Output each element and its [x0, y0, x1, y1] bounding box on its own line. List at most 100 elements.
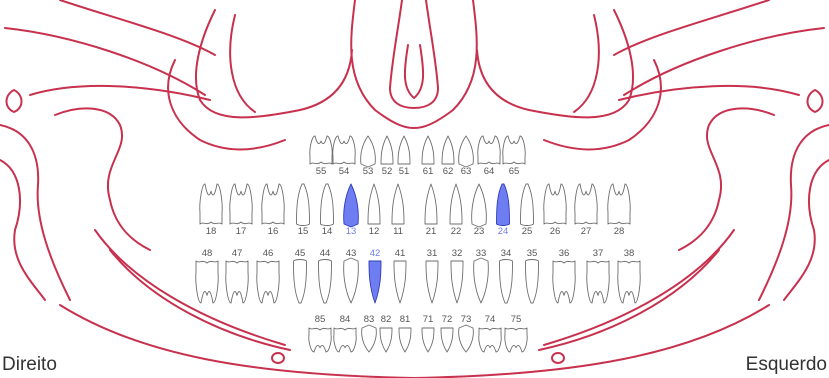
tooth-47-shape[interactable] — [226, 261, 248, 303]
tooth-84-shape[interactable] — [334, 328, 356, 352]
tooth-41-label[interactable]: 41 — [395, 248, 406, 259]
tooth-21[interactable]: 21 — [425, 184, 437, 237]
tooth-41-shape[interactable] — [394, 261, 406, 303]
tooth-71-shape[interactable] — [422, 328, 434, 352]
tooth-55-shape[interactable] — [310, 136, 332, 164]
tooth-11-shape[interactable] — [392, 184, 404, 224]
tooth-44-label[interactable]: 44 — [320, 248, 331, 259]
tooth-22-shape[interactable] — [450, 184, 462, 224]
tooth-34-shape[interactable] — [500, 260, 513, 304]
tooth-27-label[interactable]: 27 — [581, 226, 592, 237]
tooth-17-label[interactable]: 17 — [236, 226, 247, 237]
tooth-45[interactable]: 45 — [294, 248, 307, 303]
tooth-18-shape[interactable] — [200, 184, 222, 224]
tooth-85[interactable]: 85 — [309, 314, 331, 352]
tooth-25-label[interactable]: 25 — [522, 226, 533, 237]
tooth-42-label[interactable]: 42 — [370, 248, 381, 259]
tooth-84[interactable]: 84 — [334, 314, 356, 352]
tooth-48[interactable]: 48 — [196, 248, 218, 303]
tooth-62-shape[interactable] — [442, 136, 454, 164]
tooth-64-shape[interactable] — [478, 136, 500, 164]
tooth-43[interactable]: 43 — [344, 248, 359, 303]
tooth-83-label[interactable]: 83 — [364, 314, 375, 325]
tooth-17-shape[interactable] — [230, 184, 252, 224]
tooth-75-label[interactable]: 75 — [511, 314, 522, 325]
tooth-73-shape[interactable] — [459, 325, 474, 352]
tooth-63-label[interactable]: 63 — [461, 166, 472, 177]
tooth-73-label[interactable]: 73 — [461, 314, 472, 325]
tooth-22[interactable]: 22 — [450, 184, 462, 237]
tooth-17[interactable]: 17 — [230, 184, 252, 237]
tooth-81-shape[interactable] — [399, 328, 411, 352]
tooth-55-label[interactable]: 55 — [316, 166, 327, 177]
tooth-53-shape[interactable] — [361, 136, 376, 167]
tooth-81[interactable]: 81 — [399, 314, 411, 352]
tooth-14-label[interactable]: 14 — [322, 226, 333, 237]
tooth-52[interactable]: 52 — [381, 136, 393, 177]
tooth-65[interactable]: 65 — [503, 136, 525, 177]
tooth-35-label[interactable]: 35 — [527, 248, 538, 259]
tooth-16-label[interactable]: 16 — [268, 226, 279, 237]
tooth-74[interactable]: 74 — [479, 314, 501, 352]
tooth-15-shape[interactable] — [297, 184, 310, 226]
tooth-12-shape[interactable] — [368, 184, 380, 224]
tooth-36-label[interactable]: 36 — [559, 248, 570, 259]
tooth-45-shape[interactable] — [294, 260, 307, 304]
tooth-23[interactable]: 23 — [472, 184, 487, 237]
tooth-47[interactable]: 47 — [226, 248, 248, 303]
tooth-33-shape[interactable] — [474, 258, 489, 303]
tooth-25-shape[interactable] — [521, 184, 534, 226]
tooth-63-shape[interactable] — [459, 136, 474, 167]
tooth-55[interactable]: 55 — [310, 136, 332, 177]
tooth-48-shape[interactable] — [196, 261, 218, 303]
tooth-32-label[interactable]: 32 — [452, 248, 463, 259]
tooth-54-label[interactable]: 54 — [339, 166, 350, 177]
tooth-62-label[interactable]: 62 — [443, 166, 454, 177]
tooth-32[interactable]: 32 — [451, 248, 463, 303]
tooth-37-shape[interactable] — [587, 261, 609, 303]
tooth-72[interactable]: 72 — [441, 314, 453, 352]
tooth-13-shape[interactable] — [344, 184, 359, 227]
tooth-62[interactable]: 62 — [442, 136, 454, 177]
tooth-82-shape[interactable] — [380, 328, 392, 352]
tooth-51-label[interactable]: 51 — [399, 166, 410, 177]
tooth-35-shape[interactable] — [526, 260, 539, 304]
tooth-51-shape[interactable] — [398, 136, 410, 164]
tooth-53-label[interactable]: 53 — [363, 166, 374, 177]
tooth-84-label[interactable]: 84 — [340, 314, 351, 325]
tooth-31[interactable]: 31 — [426, 248, 438, 303]
tooth-71[interactable]: 71 — [422, 314, 434, 352]
tooth-24[interactable]: 24 — [497, 184, 510, 237]
tooth-35[interactable]: 35 — [526, 248, 539, 303]
tooth-74-label[interactable]: 74 — [485, 314, 496, 325]
tooth-64-label[interactable]: 64 — [484, 166, 495, 177]
tooth-11[interactable]: 11 — [392, 184, 404, 237]
tooth-54[interactable]: 54 — [333, 136, 355, 177]
tooth-72-label[interactable]: 72 — [442, 314, 453, 325]
tooth-85-label[interactable]: 85 — [315, 314, 326, 325]
tooth-44-shape[interactable] — [319, 260, 332, 304]
tooth-38-shape[interactable] — [618, 261, 640, 303]
tooth-82[interactable]: 82 — [380, 314, 392, 352]
tooth-36[interactable]: 36 — [553, 248, 575, 303]
tooth-11-label[interactable]: 11 — [393, 226, 403, 237]
tooth-63[interactable]: 63 — [459, 136, 474, 177]
tooth-83-shape[interactable] — [362, 325, 377, 352]
tooth-71-label[interactable]: 71 — [423, 314, 434, 325]
tooth-48-label[interactable]: 48 — [202, 248, 213, 259]
tooth-52-label[interactable]: 52 — [382, 166, 393, 177]
tooth-44[interactable]: 44 — [319, 248, 332, 303]
tooth-37[interactable]: 37 — [587, 248, 609, 303]
tooth-82-label[interactable]: 82 — [381, 314, 392, 325]
tooth-26-shape[interactable] — [544, 184, 566, 224]
tooth-72-shape[interactable] — [441, 328, 453, 352]
tooth-65-shape[interactable] — [503, 136, 525, 164]
tooth-31-shape[interactable] — [426, 261, 438, 303]
tooth-81-label[interactable]: 81 — [400, 314, 411, 325]
tooth-75[interactable]: 75 — [505, 314, 527, 352]
tooth-41[interactable]: 41 — [394, 248, 406, 303]
tooth-18-label[interactable]: 18 — [206, 226, 217, 237]
tooth-83[interactable]: 83 — [362, 314, 377, 352]
tooth-65-label[interactable]: 65 — [509, 166, 520, 177]
tooth-21-label[interactable]: 21 — [426, 226, 437, 237]
